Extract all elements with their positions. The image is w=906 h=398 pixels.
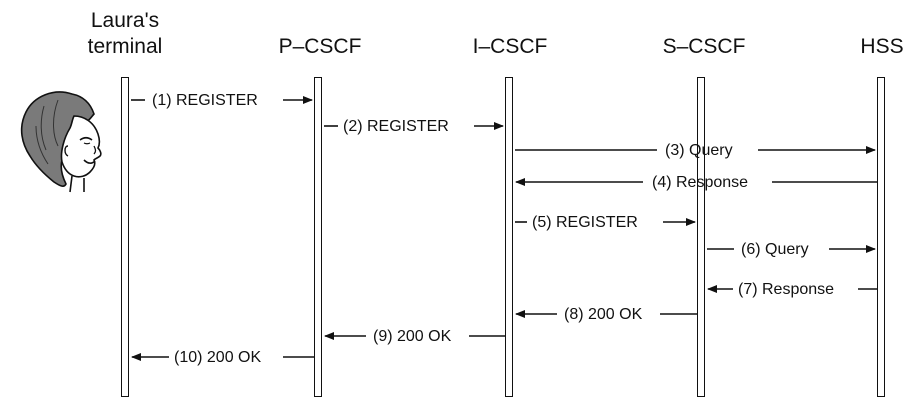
- message-10: (10) 200 OK: [132, 349, 314, 366]
- message-1-label: (1) REGISTER: [152, 92, 258, 109]
- message-4: (4) Response: [516, 174, 877, 191]
- message-7-label: (7) Response: [738, 281, 834, 298]
- message-3: (3) Query: [515, 142, 875, 159]
- message-7: (7) Response: [708, 281, 877, 298]
- message-2-label: (2) REGISTER: [343, 118, 449, 135]
- message-6-label: (6) Query: [741, 241, 809, 258]
- message-8-label: (8) 200 OK: [564, 306, 643, 323]
- message-10-label: (10) 200 OK: [174, 349, 261, 366]
- message-3-label: (3) Query: [665, 142, 733, 159]
- message-4-label: (4) Response: [652, 174, 748, 191]
- message-9-label: (9) 200 OK: [373, 328, 452, 345]
- message-2: (2) REGISTER: [324, 118, 503, 135]
- message-6: (6) Query: [707, 241, 875, 258]
- message-8: (8) 200 OK: [516, 306, 697, 323]
- message-1: (1) REGISTER: [131, 92, 312, 109]
- message-9: (9) 200 OK: [325, 328, 505, 345]
- message-5: (5) REGISTER: [515, 214, 695, 231]
- message-5-label: (5) REGISTER: [532, 214, 638, 231]
